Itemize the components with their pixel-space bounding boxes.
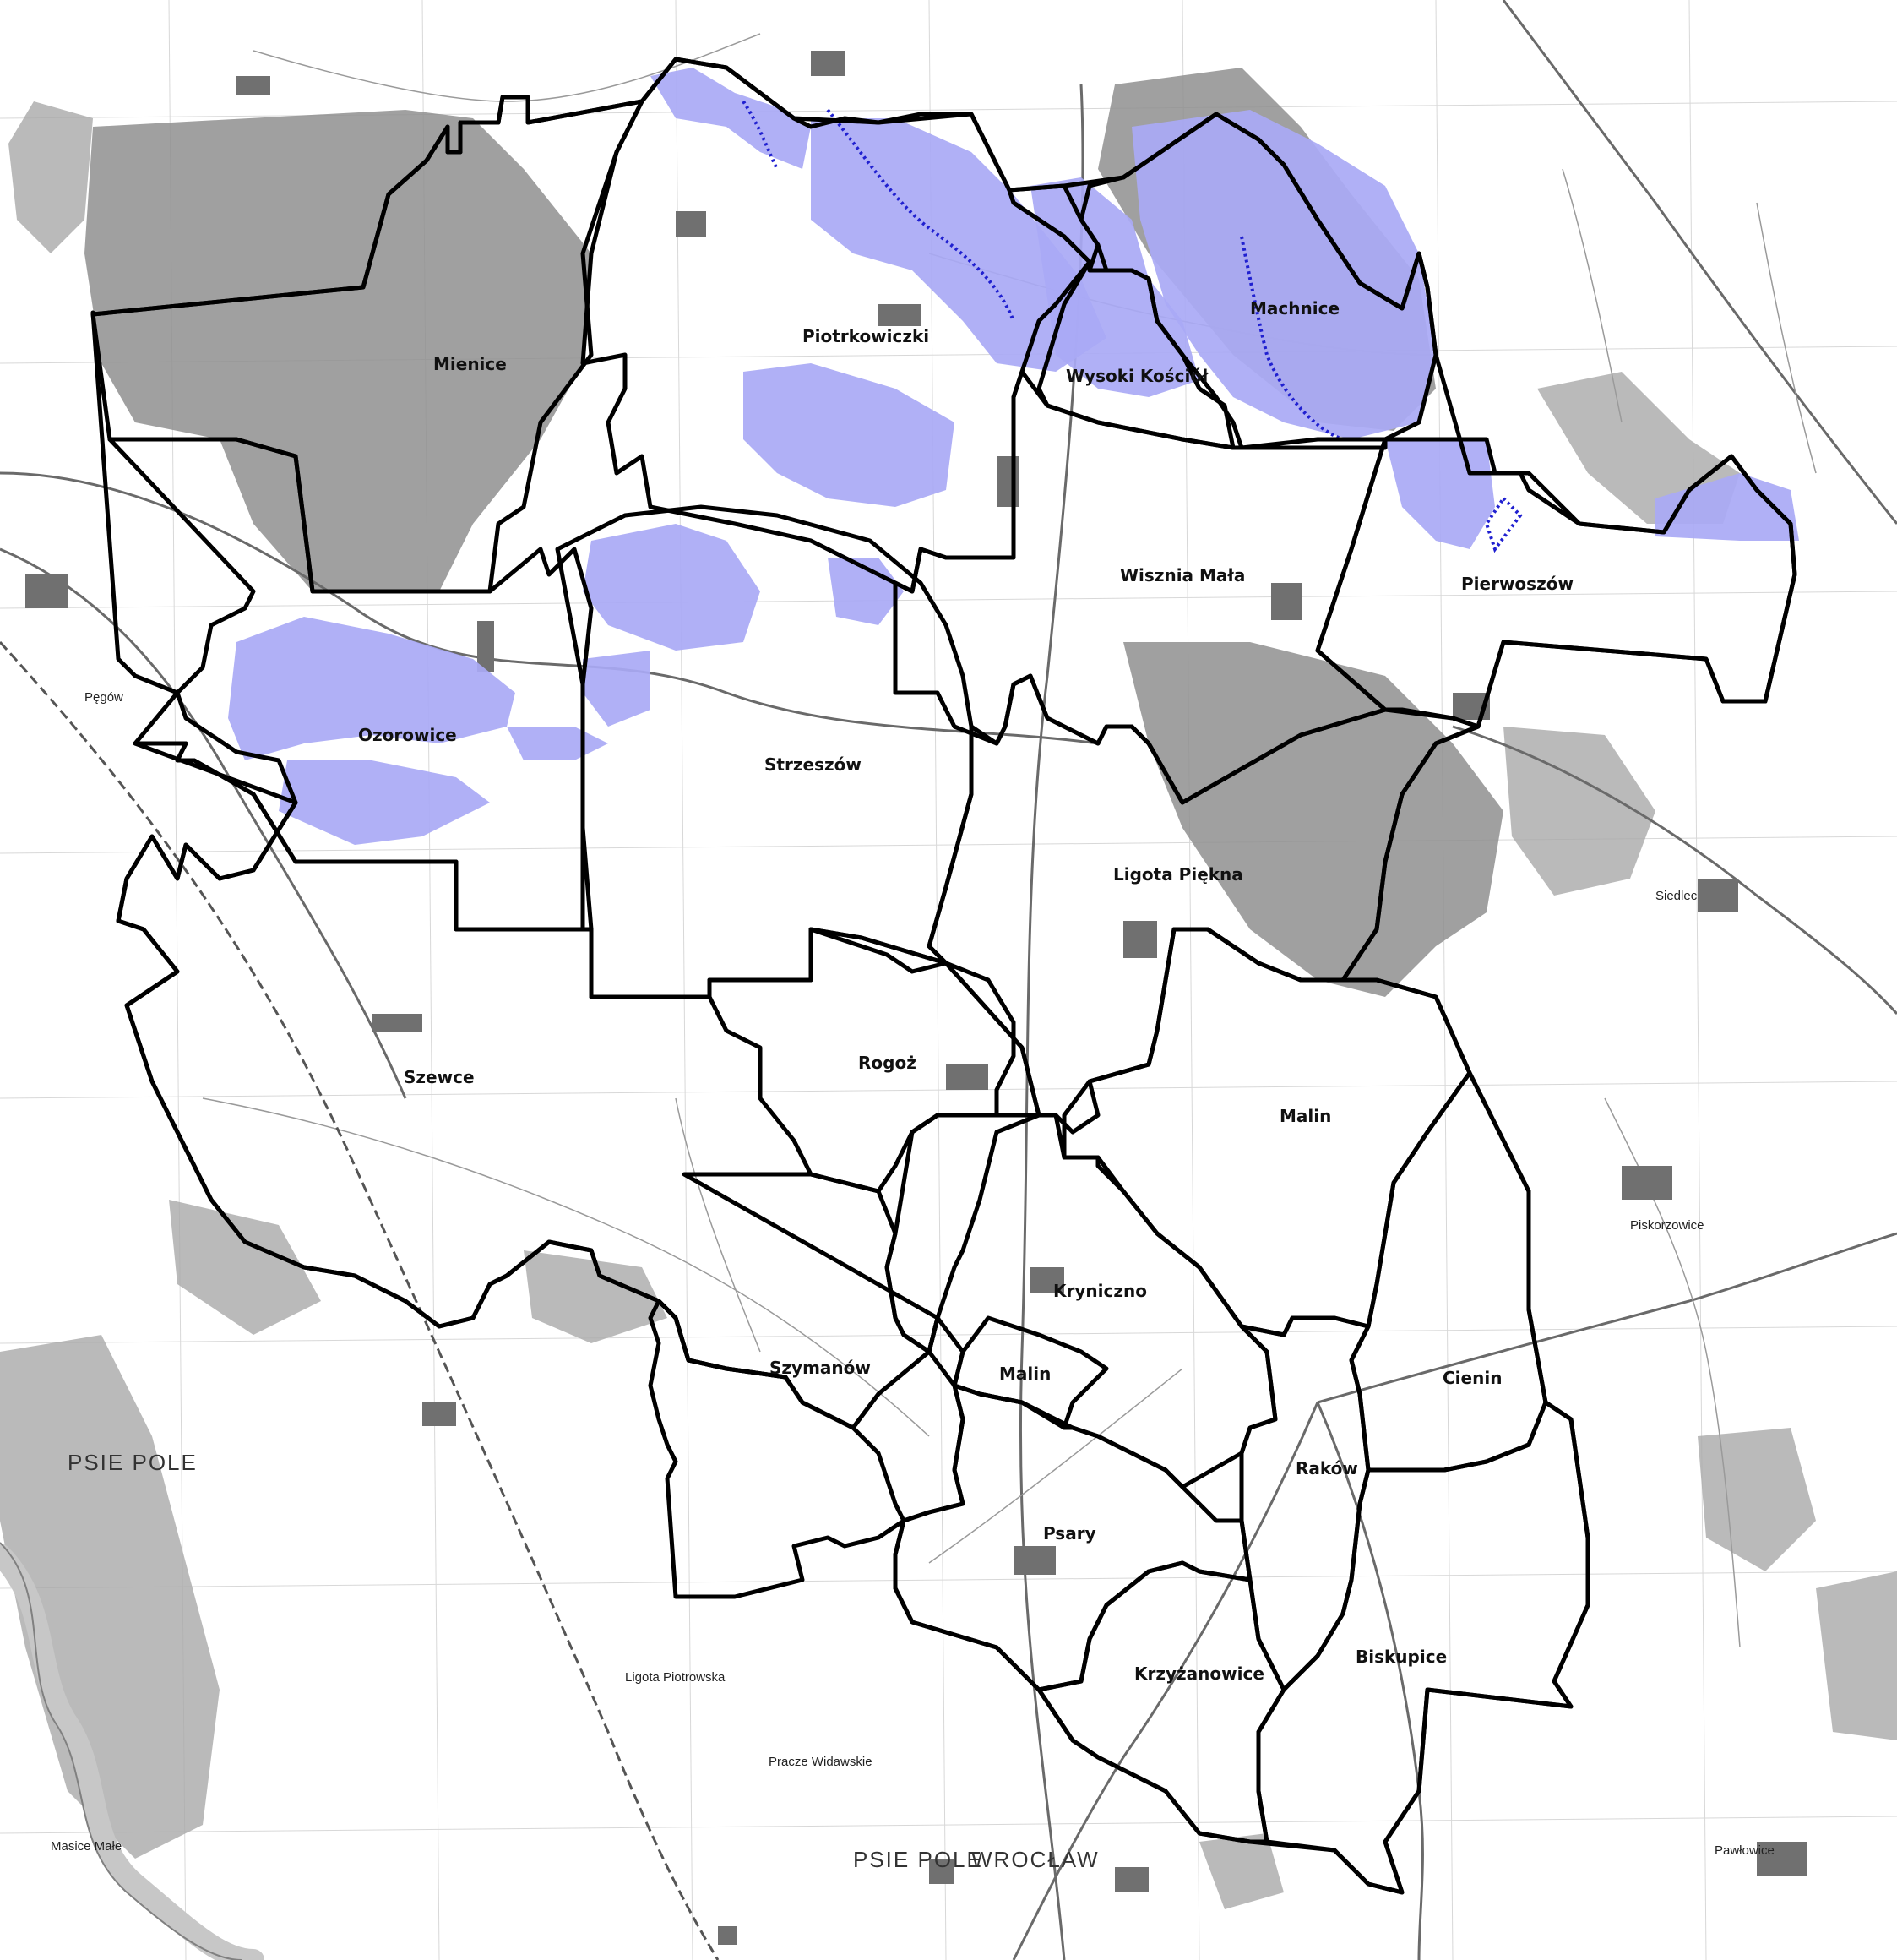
sheet-label-wroclaw: WROCŁAW — [971, 1847, 1100, 1872]
region-label-krzyzanowice: Krzyżanowice — [1134, 1663, 1264, 1684]
river — [0, 1542, 264, 1960]
region-label-malin-north: Malin — [1280, 1106, 1331, 1126]
boundary-wysoki-kosciol — [1007, 183, 1236, 450]
region-labels: Mienice Piotrkowiczki Machnice Wysoki Ko… — [358, 298, 1574, 1684]
sheet-label-psie-pole-2: PSIE POLE — [853, 1847, 983, 1872]
region-label-machnice: Machnice — [1250, 298, 1340, 318]
region-label-wisznia-mala: Wisznia Mała — [1120, 565, 1245, 585]
region-label-rogoz: Rogoż — [858, 1053, 916, 1073]
place-label-pegow: Pęgów — [84, 690, 123, 705]
region-label-kryniczno: Kryniczno — [1053, 1281, 1147, 1301]
place-label-pawlowice: Pawłowice — [1715, 1843, 1775, 1858]
region-label-pierwoszow: Pierwoszów — [1461, 574, 1574, 594]
region-label-wysoki-kosciol: Wysoki Kościół — [1066, 366, 1209, 386]
boundary-lines — [90, 57, 1797, 1895]
region-label-biskupice: Biskupice — [1356, 1647, 1447, 1667]
sheet-labels: PSIE POLE PSIE POLE WROCŁAW — [68, 1450, 1100, 1872]
region-label-rakow: Raków — [1296, 1458, 1358, 1478]
railway-line — [0, 640, 720, 1960]
place-labels: Pęgów Siedlec Piskorzowice Pawłowice Lig… — [51, 690, 1775, 1858]
region-label-szymanow: Szymanów — [769, 1358, 871, 1378]
region-label-ligota-piekna: Ligota Piękna — [1113, 864, 1243, 885]
place-label-pracze-widawskie: Pracze Widawskie — [769, 1755, 872, 1769]
settlements — [25, 51, 1807, 1945]
region-label-psary: Psary — [1043, 1523, 1096, 1544]
place-label-ligota-piotrowska: Ligota Piotrowska — [625, 1670, 726, 1685]
place-label-masice-male: Masice Małe — [51, 1839, 122, 1854]
region-label-szewce: Szewce — [404, 1067, 475, 1087]
boundary-biskupice — [1256, 1400, 1590, 1895]
region-label-strzeszow: Strzeszów — [764, 754, 862, 775]
region-label-mienice: Mienice — [433, 354, 507, 374]
sheet-label-psie-pole-1: PSIE POLE — [68, 1450, 198, 1475]
flood-zones — [228, 68, 1799, 845]
region-label-cienin: Cienin — [1443, 1368, 1502, 1388]
region-label-ozorowice: Ozorowice — [358, 725, 457, 745]
place-label-piskorzowice: Piskorzowice — [1630, 1218, 1704, 1233]
place-label-siedlec: Siedlec — [1655, 889, 1698, 903]
region-label-piotrkowiczki: Piotrkowiczki — [802, 326, 929, 346]
region-label-malin-south: Malin — [999, 1364, 1051, 1384]
boundary-szymanow — [648, 1172, 965, 1599]
